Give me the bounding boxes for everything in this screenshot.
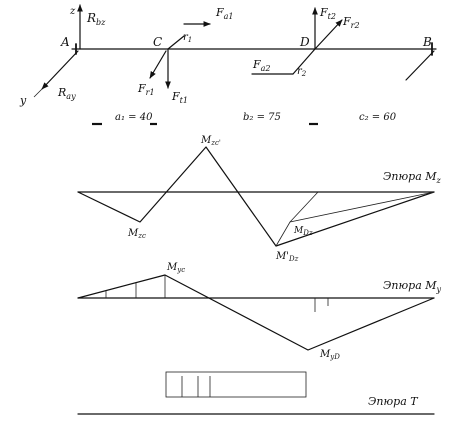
my-low-label: MyD — [319, 349, 340, 361]
my-curve — [77, 274, 435, 351]
mz-low-d-label: M'Dz — [275, 251, 299, 263]
fr1-arrow — [149, 50, 167, 79]
fr1-label: Fr1 — [137, 82, 155, 97]
point-d: D Ft2 Fr2 r2 Fa2 — [251, 6, 360, 78]
mz-peak-label: Mzc' — [200, 135, 221, 147]
y-axis-label: y — [19, 94, 27, 107]
r2-lever — [292, 48, 316, 75]
r-ay-arrow — [41, 50, 79, 90]
beam-scheme: z Rbz A y Ray C r1 Fa1 Ft1 Fr1 D Ft2 Fr2 — [19, 4, 437, 126]
z-axis-label: z — [69, 6, 76, 17]
fa1-label: Fa1 — [215, 6, 234, 21]
fr2-arrow — [314, 19, 343, 50]
dimension-c2: c₂ = 60 — [359, 112, 397, 123]
fr2-label: Fr2 — [342, 15, 360, 30]
support-a: z Rbz A y Ray — [19, 4, 106, 107]
dimension-a1: a₁ = 40 — [115, 112, 153, 123]
r1-label: r1 — [183, 32, 192, 44]
r-ay-label: Ray — [57, 86, 76, 101]
r1-lever — [167, 35, 185, 50]
my-title: Эпюра My — [383, 279, 442, 294]
mz-title: Эпюра Mz — [383, 170, 442, 185]
mz-md-curve — [289, 191, 319, 223]
support-b-label: B — [422, 35, 432, 49]
t-diagram: Эпюра T — [77, 371, 435, 415]
r-bz-label: Rbz — [86, 11, 106, 27]
r2-label: r2 — [297, 66, 307, 78]
point-c: C r1 Fa1 Ft1 Fr1 — [137, 6, 234, 105]
ft2-label: Ft2 — [319, 6, 336, 21]
mz-md-label: MDz — [293, 226, 313, 237]
support-b: B — [405, 35, 435, 81]
support-c-label: C — [153, 35, 162, 49]
support-d-label: D — [299, 35, 310, 49]
y-axis-line — [33, 88, 43, 98]
ft1-label: Ft1 — [171, 90, 188, 105]
dimension-b2: b₂ = 75 — [243, 112, 281, 123]
fa2-label: Fa2 — [252, 58, 271, 73]
r-by-line — [405, 50, 435, 81]
dimension-row: a₁ = 40 b₂ = 75 c₂ = 60 — [92, 112, 397, 126]
mz-diagram: Mzc' Mzc M'Dz MDz Эпюра Mz — [77, 135, 442, 263]
support-a-label: A — [60, 35, 70, 49]
mz-curve — [77, 146, 435, 247]
mz-low-c-label: Mzc — [127, 228, 146, 240]
my-diagram: Myc MyD Эпюра My — [77, 262, 442, 361]
t-title: Эпюра T — [368, 395, 419, 408]
t-block — [165, 371, 307, 398]
my-peak-label: Myc — [166, 262, 185, 274]
